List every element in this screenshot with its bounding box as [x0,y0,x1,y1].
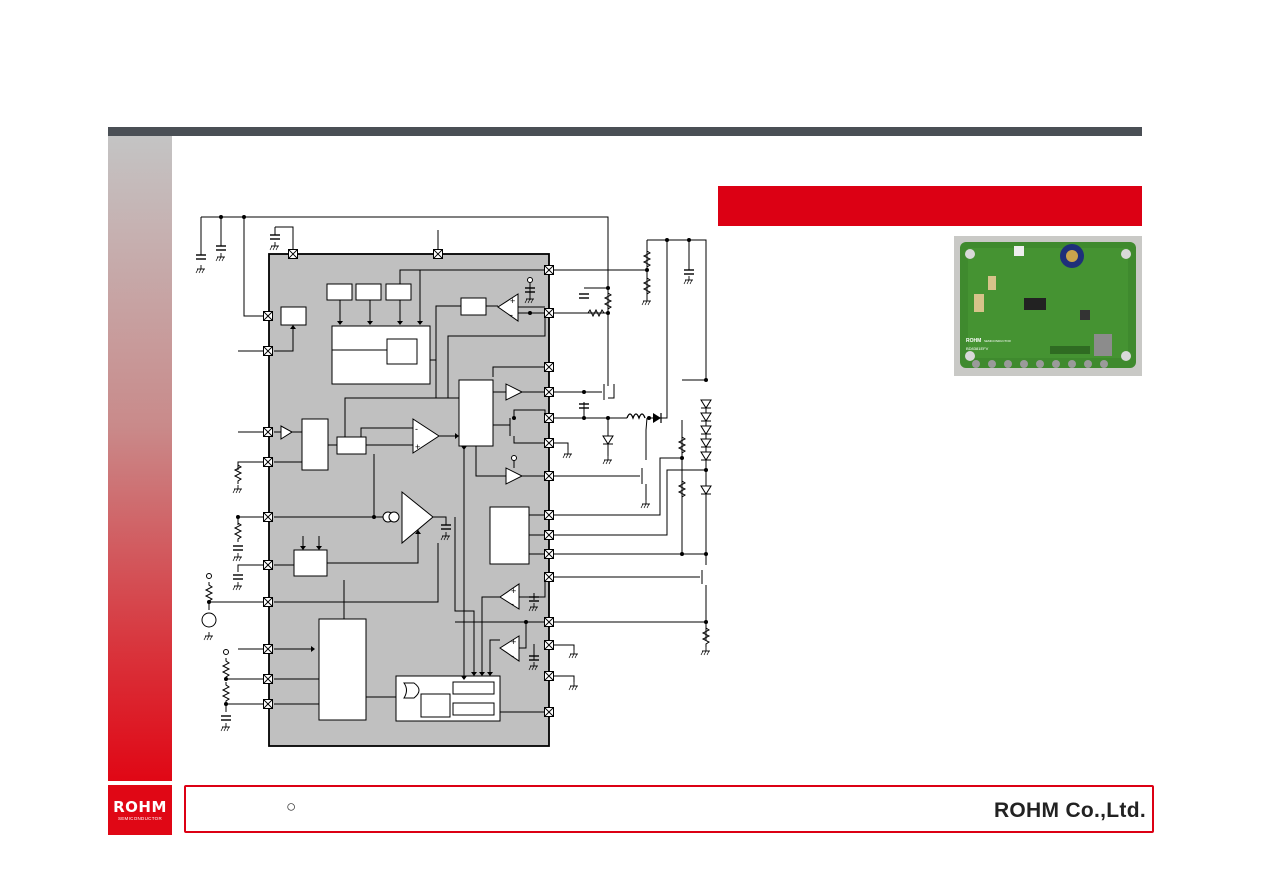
header-bar [108,127,1142,136]
svg-text:-: - [511,651,514,661]
footer: ○ ROHM Co.,Ltd. [184,785,1154,833]
sidebar-gradient [108,136,172,781]
footer-mark: ○ [286,797,297,816]
logo-subtext: SEMICONDUCTOR [117,816,163,821]
svg-text:+: + [415,442,420,452]
evaluation-board-photo: ROHM SEMICONDUCTOR BD8381EFV [954,236,1142,376]
logo-text: ROHM [113,798,167,816]
svg-text:-: - [510,310,513,320]
svg-text:+: + [511,586,516,596]
svg-text:-: - [415,424,418,434]
board-sublabel: SEMICONDUCTOR [984,339,1012,343]
footer-company: ROHM Co.,Ltd. [993,799,1146,822]
svg-text:+: + [511,637,516,647]
rohm-logo: ROHM SEMICONDUCTOR [108,785,172,835]
board-label: ROHM [966,338,981,344]
section-title-bar [718,186,1142,226]
svg-text:-: - [511,599,514,609]
board-part: BD8381EFV [966,346,989,351]
svg-text:+: + [510,296,515,306]
